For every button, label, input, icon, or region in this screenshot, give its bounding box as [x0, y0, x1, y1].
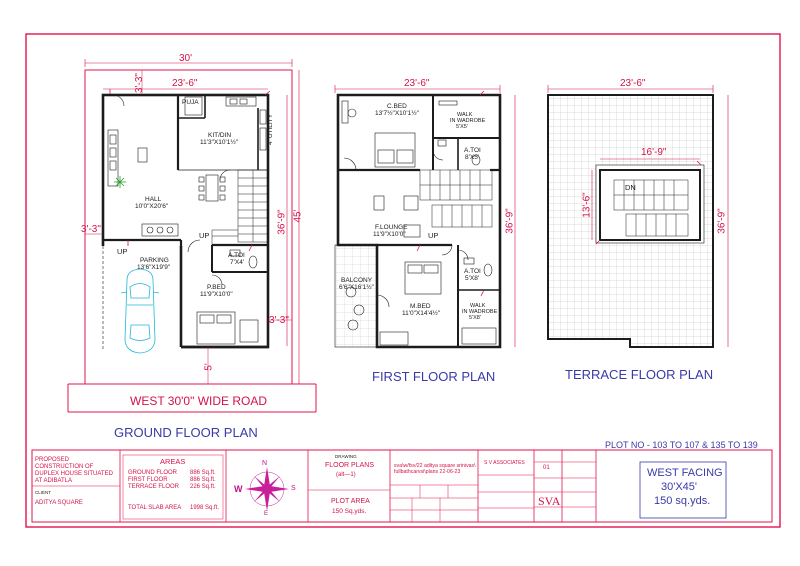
compass-n: N [262, 460, 268, 467]
gf-room-atoi-size: 7'X4' [230, 259, 245, 266]
tb-project: PROPOSED CONSTRUCTION OF DUPLEX HOUSE SI… [35, 457, 113, 484]
compass-s: S [291, 485, 296, 492]
sheet-border [25, 33, 781, 528]
ff-room-walk1-size: 5'X5' [456, 124, 468, 130]
tf-dim-stair-width: 16'-9" [641, 147, 667, 158]
gf-plan-title: GROUND FLOOR PLAN [114, 425, 258, 440]
gf-room-atoi: A.TOI [228, 252, 245, 259]
tb-sheet-no: 01 [543, 465, 550, 471]
gf-road-label: WEST 30'0" WIDE ROAD [130, 394, 268, 408]
ff-room-atoi1-size: 8'X5' [465, 154, 480, 161]
ff-room-atoi2: A.TOI [464, 268, 481, 275]
gf-dim-top-setback: 3'-3" [133, 73, 145, 93]
tf-stair-dn: DN [625, 183, 636, 192]
tb-client-label: CLIENT [35, 490, 52, 495]
compass-e: E [264, 511, 269, 517]
ground-floor-plan [67, 59, 317, 413]
gf-room-pbed: P.BED [207, 284, 226, 291]
tb-plot-area-value: 150 Sq.yds. [332, 508, 367, 515]
tf-dim-stair-depth: 13'-6" [581, 192, 593, 218]
gf-dim-bottom-setback: 5' [203, 363, 215, 371]
car-drawing [120, 268, 160, 354]
gf-room-pbed-size: 11'9"X10'0" [200, 291, 233, 298]
tb-firm: S V ASSOCIATES [484, 460, 525, 466]
ff-dim-width: 23'-6" [404, 78, 430, 89]
gf-dim-depth: 36'-9" [276, 209, 288, 235]
tf-dim-width: 23'-6" [620, 78, 646, 89]
tb-drawing-alt: (alt—1) [336, 472, 356, 478]
gf-room-hall: HALL [145, 196, 162, 203]
tf-dim-depth: 36'-9" [716, 208, 728, 234]
compass-w: W [234, 484, 243, 494]
ff-room-walk2: WALK [470, 303, 486, 309]
gf-room-parking: PARKING [140, 257, 169, 264]
tb-client: ADITYA SQUARE [35, 500, 83, 506]
facing-size: 30'X45' [661, 481, 698, 493]
tb-area-label-1: FIRST FLOOR [128, 477, 168, 483]
tf-plan-title: TERRACE FLOOR PLAN [565, 367, 714, 382]
ff-room-balcony-size: 6'6"X16'1½" [339, 284, 374, 291]
gf-room-parking-size: 13'6"X19'9" [137, 264, 171, 271]
gf-dim-right-setback: 3'-3" [269, 315, 289, 326]
ff-room-atoi1: A.TOI [464, 147, 481, 154]
ff-room-walk1b: IN WADROBE [450, 118, 486, 124]
tb-drawing: FLOOR PLANS [325, 462, 375, 469]
ff-room-mbed-size: 11'0"X14'4½" [402, 310, 441, 317]
tb-area-label-0: GROUND FLOOR [128, 470, 178, 476]
gf-dim-overall-width: 30' [179, 53, 193, 64]
gf-stair-up: UP [199, 231, 210, 240]
compass-rose [245, 467, 289, 511]
ff-room-flounge: F.LOUNGE [375, 224, 408, 231]
tb-areas-title: AREAS [160, 457, 186, 466]
gf-dim-left-setback: 3'-3" [81, 224, 101, 235]
tb-logo: SVA [538, 494, 561, 508]
gf-dim-width: 23'-6" [172, 78, 198, 89]
tb-drawing-label: DRAWING [335, 454, 357, 459]
ff-room-flounge-size: 11'9"X10'0" [373, 231, 406, 238]
tb-area-value-0: 886 Sq.ft. [190, 470, 216, 476]
tb-total-label: TOTAL SLAB AREA [128, 505, 182, 511]
facing-area: 150 sq.yds. [654, 495, 711, 507]
tb-file-path: sva\w/fsv/22 aditya square srinivas\ ful… [394, 463, 476, 475]
plot-number: PLOT NO - 103 TO 107 & 135 TO 139 [605, 440, 758, 450]
ff-room-walk2b: IN WADROBE [462, 309, 498, 315]
gf-room-kit-size: 11'3"X10'1½" [200, 139, 239, 146]
tb-area-value-2: 226 Sq.ft. [190, 484, 216, 490]
tb-area-value-1: 886 Sq.ft. [190, 477, 216, 483]
ff-room-atoi2-size: 5'X8' [465, 275, 480, 282]
ff-plan-title: FIRST FLOOR PLAN [372, 369, 496, 384]
ff-room-walk1: WALK [457, 112, 473, 118]
first-floor-plan [334, 85, 516, 349]
gf-dim-depth-overall: 45' [292, 209, 304, 223]
facing-title: WEST FACING [647, 467, 723, 479]
gf-room-puja: PUJA [182, 99, 199, 106]
ff-room-mbed: M.BED [410, 303, 431, 310]
tb-area-label-2: TERRACE FLOOR [128, 484, 180, 490]
ff-room-cbed-size: 13'7½"X10'1½" [375, 110, 419, 117]
ff-room-cbed: C.BED [387, 103, 407, 110]
tb-total-value: 1998 Sq.ft. [190, 505, 220, 511]
gf-room-utility: 4' UTILITY [267, 113, 275, 145]
gf-room-kit: KIT/DIN [208, 132, 232, 139]
terrace-floor-plan [547, 85, 729, 348]
ff-dim-depth: 36'-9" [504, 208, 516, 234]
ff-stair-up: UP [428, 231, 439, 240]
tb-plot-area-label: PLOT AREA [331, 498, 370, 505]
ff-room-balcony: BALCONY [341, 277, 373, 284]
gf-entry-up: UP [117, 247, 128, 256]
gf-room-hall-size: 10'0"X20'6" [135, 203, 169, 210]
ff-room-walk2-size: 5'X8' [469, 315, 481, 321]
title-block [31, 449, 773, 523]
